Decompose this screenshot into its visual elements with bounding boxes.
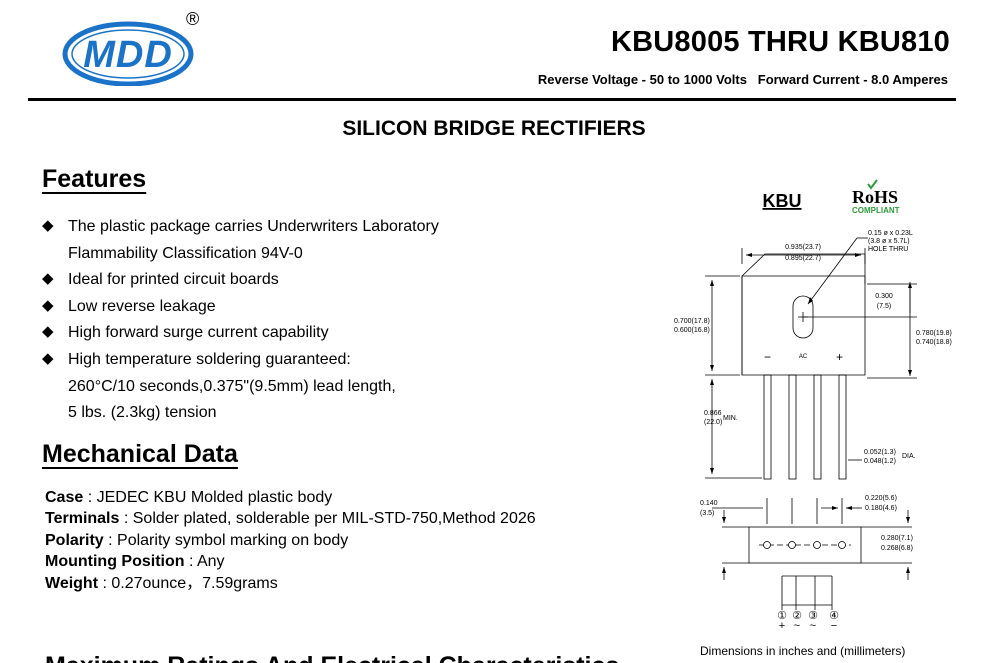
pin2-label: ② xyxy=(792,610,802,622)
feature-text: Ideal for printed circuit boards xyxy=(68,271,279,289)
bullet-icon: ◆ xyxy=(42,296,54,314)
feature-item: ◆ High temperature soldering guaranteed: 2… xyxy=(40,347,439,427)
rohs-sub: COMPLIANT xyxy=(852,206,900,215)
spec-subline: Reverse Voltage - 50 to 1000 Volts Forwa… xyxy=(537,72,948,87)
ratings-heading: Maximum Ratings And Electrical Character… xyxy=(45,652,619,663)
mechanical-label: Mounting Position xyxy=(45,553,185,571)
height-left-top: 0.700(17.8) xyxy=(674,318,710,325)
feature-item: ◆ High forward surge current capability xyxy=(40,320,439,347)
hole-note: HOLE THRU xyxy=(868,246,908,253)
pin4-sign: − xyxy=(831,620,837,632)
pitch-top: 0.140 xyxy=(700,500,718,507)
thick-bot: 0.268(6.8) xyxy=(881,545,913,552)
mechanical-label: Case xyxy=(45,489,84,506)
bullet-icon: ◆ xyxy=(42,349,54,367)
dimensions-note: Dimensions in inches and (millimeters) xyxy=(700,644,906,658)
feature-text: Low reverse leakage xyxy=(68,297,216,315)
dia-bot: 0.048(1.2) xyxy=(864,458,896,465)
mdd-logo: MDD xyxy=(62,21,194,86)
pin3-sign: ~ xyxy=(810,620,816,632)
registered-mark: ® xyxy=(186,9,200,29)
mechanical-separator: : xyxy=(103,531,118,549)
thick-top: 0.280(7.1) xyxy=(881,535,913,542)
feature-item: ◆ The plastic package carries Underwriter… xyxy=(40,214,439,267)
bullet-icon: ◆ xyxy=(42,323,54,341)
mechanical-separator: : xyxy=(83,489,97,506)
feature-text: High temperature soldering guaranteed: xyxy=(68,350,351,368)
feature-text: 5 lbs. (2.3kg) tension xyxy=(68,404,217,422)
height-right-bot: 0.740(18.8) xyxy=(916,339,952,346)
mechanical-separator: : xyxy=(184,553,197,571)
width-bot: 0.895(22.7) xyxy=(785,255,821,262)
lead-len-top: 0.866 xyxy=(704,410,722,417)
mechanical-row: Case : JEDEC KBU Molded plastic body xyxy=(45,487,536,508)
bullet-icon: ◆ xyxy=(42,270,54,288)
mechanical-label: Weight xyxy=(45,574,99,592)
rohs-label: RoHS xyxy=(852,187,898,207)
lead-len-note: MIN. xyxy=(723,415,738,422)
mechanical-row: Terminals : Solder plated, solderable pe… xyxy=(45,508,536,529)
feature-text: Flammability Classification 94V-0 xyxy=(68,244,303,262)
span-top: 0.220(5.6) xyxy=(865,495,897,502)
hole-dim-2: (3.8 ø x 5.7L) xyxy=(868,238,910,245)
logo-text: MDD xyxy=(83,34,173,76)
feature-text: 260°C/10 seconds,0.375"(9.5mm) lead leng… xyxy=(68,377,396,395)
pin1-sign: + xyxy=(779,620,785,632)
mechanical-value: Polarity symbol marking on body xyxy=(117,531,349,549)
mechanical-separator: : xyxy=(119,510,133,528)
hole-dim-1: 0.15 ø x 0.23L xyxy=(868,230,913,237)
feature-item: ◆ Low reverse leakage xyxy=(40,294,439,321)
rohs-badge: RoHS COMPLIANT xyxy=(852,179,900,215)
plus-mark: + xyxy=(836,350,843,364)
package-drawing: KBU RoHS COMPLIANT xyxy=(674,179,952,632)
feature-item: ◆ Ideal for printed circuit boards xyxy=(40,267,439,294)
features-list: ◆ The plastic package carries Underwriter… xyxy=(40,214,439,427)
mechanical-separator: : xyxy=(98,574,112,592)
feature-text: The plastic package carries Underwriters… xyxy=(68,218,439,235)
package-label: KBU xyxy=(763,191,802,211)
width-top: 0.935(23.7) xyxy=(785,244,821,251)
features-heading: Features xyxy=(42,165,147,193)
height-left-bot: 0.600(16.8) xyxy=(674,327,710,334)
hole-off-bot: (7.5) xyxy=(877,303,891,310)
height-right-top: 0.780(19.8) xyxy=(916,330,952,337)
mechanical-row: Weight : 0.27ounce，7.59grams xyxy=(45,573,536,594)
span-bot: 0.180(4.6) xyxy=(865,505,897,512)
dia-top: 0.052(1.3) xyxy=(864,449,896,456)
mechanical-value: JEDEC KBU Molded plastic body xyxy=(96,489,333,506)
mechanical-label: Terminals xyxy=(45,510,120,528)
mechanical-heading: Mechanical Data xyxy=(42,440,238,468)
minus-mark: − xyxy=(764,350,771,364)
ac-mark: AC xyxy=(799,354,808,360)
pin1-label: ① xyxy=(777,610,787,622)
mechanical-value: Any xyxy=(196,553,225,571)
hole-off-top: 0.300 xyxy=(875,293,893,300)
dia-note: DIA. xyxy=(902,453,916,460)
mechanical-value: Solder plated, solderable per MIL-STD-75… xyxy=(132,510,536,528)
pin3-label: ③ xyxy=(808,610,818,622)
lead-len-bot: (22.0) xyxy=(704,419,722,426)
part-title: KBU8005 THRU KBU810 xyxy=(610,26,950,58)
feature-text: High forward surge current capability xyxy=(68,324,329,342)
bullet-icon: ◆ xyxy=(42,217,54,234)
mechanical-row: Mounting Position : Any xyxy=(45,551,536,572)
mechanical-row: Polarity : Polarity symbol marking on bo… xyxy=(45,530,536,551)
pin2-sign: ~ xyxy=(794,620,800,632)
main-title: SILICON BRIDGE RECTIFIERS xyxy=(342,117,646,140)
mechanical-label: Polarity xyxy=(45,531,104,549)
mechanical-value: 0.27ounce，7.59grams xyxy=(111,574,278,592)
pitch-bot: (3.5) xyxy=(700,510,714,517)
pin4-label: ④ xyxy=(829,610,839,622)
header-rule xyxy=(28,98,956,101)
